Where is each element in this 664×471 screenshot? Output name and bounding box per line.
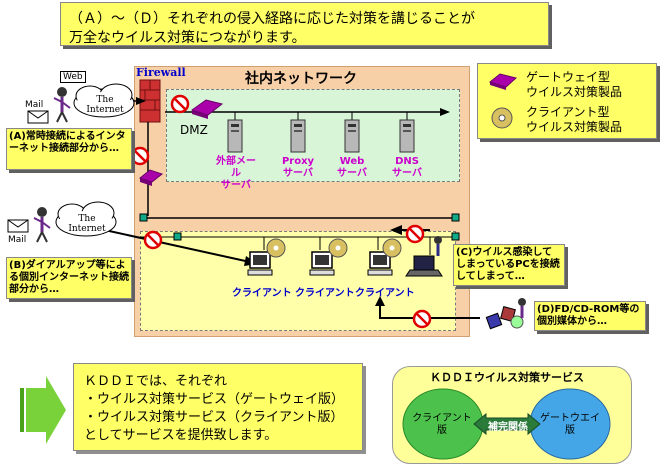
client-label-3: クライアント [355, 288, 415, 299]
mail-server-icon [227, 119, 243, 153]
service-gateway-l2: 版 [565, 425, 575, 436]
service-client-label: クライアント 版 [408, 413, 476, 437]
kddi-note-l1: ＫＤＤＩでは、それぞれ [84, 374, 228, 389]
client-label-2: クライアント [295, 288, 355, 299]
hacker-3-icon [518, 298, 526, 318]
header-line-2: 万全なウイルス対策につながります。 [69, 30, 306, 46]
mail-envelope-1-icon [27, 110, 49, 124]
server-label-proxy-l2: サーバ [283, 168, 313, 179]
insider-person-icon [434, 236, 442, 256]
route-a-note: (A)常時接続によるインターネット接続部分から… [6, 128, 132, 170]
internet-label-1: The Internet [86, 95, 124, 115]
internet-label-2: The Internet [68, 214, 106, 234]
server-label-mail-l2: サーバ [221, 180, 251, 191]
service-gateway-label: ゲートウエイ 版 [536, 413, 604, 437]
block-sign-b-icon [143, 230, 163, 250]
firewall-label: Firewall [136, 66, 186, 79]
server-label-mail-l1: 外部メール [216, 156, 256, 179]
block-sign-c-icon [405, 224, 425, 244]
client-pc-3-icon [367, 238, 402, 276]
proxy-server-icon [290, 119, 306, 153]
header-note: （Ａ）～（Ｄ）それぞれの侵入経路に応じた対策を講じることが 万全なウイルス対策に… [60, 2, 549, 46]
service-client-l1: クライアント [412, 413, 472, 424]
legend: ゲートウェイ型 ウイルス対策製品 クライアント型 ウイルス対策製品 [477, 63, 657, 139]
hacker-2-icon [33, 207, 51, 243]
kddi-service-note: ＫＤＤＩでは、それぞれ ・ウイルス対策サービス（ゲートウェイ版） ・ウイルス対策… [73, 363, 363, 451]
gateway-product-icon [488, 73, 518, 90]
server-label-web-l2: サーバ [337, 168, 367, 179]
route-c-note: (C)ウイルス感染してしまっているPCを接続してしまって… [453, 244, 565, 286]
network-title: 社内ネットワーク [245, 71, 357, 87]
block-sign-d-icon [412, 309, 432, 329]
removable-media-icon [485, 306, 524, 330]
client-product-icon [491, 107, 513, 129]
route-d-note: (D)FD/CD-ROM等の個別媒体から… [534, 301, 646, 331]
web-tag: Web [60, 71, 86, 83]
block-sign-spine-icon [130, 146, 150, 166]
service-gateway-l1: ゲートウエイ [540, 413, 600, 424]
legend-gateway-l2: ウイルス対策製品 [526, 85, 623, 99]
infected-laptop-icon [405, 255, 443, 277]
server-label-proxy: Proxy サーバ [280, 156, 316, 180]
pointer-arrow-icon [20, 376, 66, 444]
hacker-1-icon [53, 87, 71, 123]
client-area [140, 231, 456, 331]
server-label-web: Web サーバ [334, 156, 370, 180]
mail-tag-2: Mail [8, 235, 27, 245]
client-label-1: クライアント [232, 288, 292, 299]
service-middle-label: 補完関係 [488, 422, 528, 433]
mail-tag-1: Mail [25, 100, 44, 110]
server-label-dns: DNS サーバ [389, 156, 425, 180]
kddi-note-l4: としてサービスを提供致します。 [84, 428, 278, 443]
legend-client-l1: クライアント型 [526, 105, 610, 119]
gateway-product-dmz-icon [190, 99, 224, 119]
legend-gateway-l1: ゲートウェイ型 [526, 70, 611, 84]
gateway-product-spine-icon [138, 169, 164, 186]
service-client-l2: 版 [437, 425, 447, 436]
dmz-label: DMZ [180, 123, 208, 137]
service-title: ＫＤＤＩウイルス対策サービス [430, 371, 584, 384]
server-label-mail: 外部メール サーバ [216, 156, 256, 192]
dns-server-icon [399, 119, 415, 153]
server-label-web-l1: Web [339, 156, 365, 167]
client-pc-1-icon [247, 238, 286, 276]
kddi-note-l2: ・ウイルス対策サービス（ゲートウェイ版） [84, 392, 345, 407]
kddi-note-l3: ・ウイルス対策サービス（クライアント版） [84, 410, 344, 425]
route-b-note: (B)ダイアルアップ等による個別インターネット接続部分から… [6, 257, 132, 299]
internet-cloud-1-icon [73, 83, 135, 118]
client-pc-2-icon [309, 238, 348, 276]
server-label-proxy-l1: Proxy [281, 156, 315, 167]
service-circles [402, 388, 611, 460]
header-line-1: （Ａ）～（Ｄ）それぞれの侵入経路に応じた対策を講じることが [69, 11, 475, 27]
server-label-dns-l2: サーバ [392, 168, 422, 179]
block-sign-a-icon [170, 94, 190, 114]
legend-client-l2: ウイルス対策製品 [526, 120, 623, 134]
mail-envelope-2-icon [7, 219, 29, 233]
internet-cloud-2-icon [55, 201, 117, 237]
web-server-icon [344, 119, 360, 153]
server-label-dns-l1: DNS [395, 156, 419, 167]
